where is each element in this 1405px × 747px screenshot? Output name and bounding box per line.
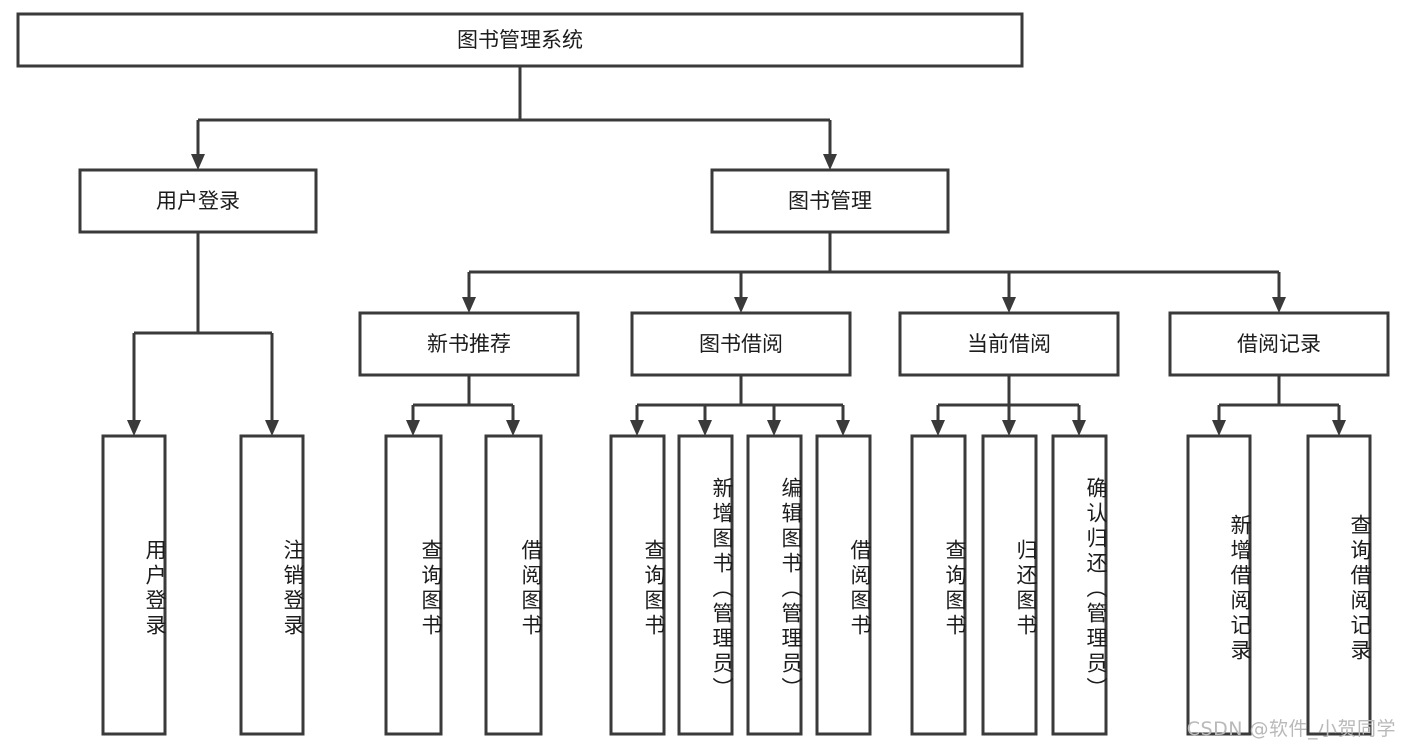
arrow-head-newbook_to_leaves-1 — [506, 420, 520, 436]
arrow-head-level2_to_level3-1 — [734, 297, 748, 313]
node-leaf-2[interactable] — [384, 434, 443, 736]
arrow-head-newbook_to_leaves-0 — [406, 420, 420, 436]
node-root[interactable] — [16, 12, 1024, 68]
node-level2-label-0: 用户登录 — [156, 189, 240, 213]
node-leaf-3[interactable] — [484, 434, 543, 736]
boxes-layer — [16, 12, 1390, 736]
node-leaf-9[interactable] — [981, 434, 1038, 736]
node-root-label: 图书管理系统 — [457, 28, 583, 52]
node-level3-label-0: 新书推荐 — [427, 332, 511, 356]
arrow-head-userlogin_to_leaves-1 — [265, 420, 279, 436]
node-level3-1[interactable] — [630, 311, 852, 377]
node-leaf-6[interactable] — [746, 434, 803, 736]
node-level3-label-1: 图书借阅 — [699, 332, 783, 356]
node-level2-1[interactable] — [710, 168, 950, 234]
node-level3-2[interactable] — [898, 311, 1120, 377]
watermark-text: CSDN @软件_小贺同学 — [1186, 718, 1396, 740]
arrow-head-level2_to_level3-2 — [1002, 297, 1016, 313]
arrow-head-level2_to_level3-3 — [1272, 297, 1286, 313]
node-level3-label-2: 当前借阅 — [967, 332, 1051, 356]
arrow-head-level2_to_level3-0 — [462, 297, 476, 313]
arrow-head-current_to_leaves-2 — [1072, 420, 1086, 436]
arrow-head-borrow_to_leaves-3 — [836, 420, 850, 436]
node-leaf-7[interactable] — [815, 434, 872, 736]
node-leaf-0[interactable] — [101, 434, 167, 736]
node-level3-label-3: 借阅记录 — [1237, 332, 1321, 356]
arrow-head-root_to_level2-1 — [823, 154, 837, 170]
connectors-layer — [127, 66, 1346, 436]
arrow-head-record_to_leaves-0 — [1212, 420, 1226, 436]
arrow-head-current_to_leaves-0 — [931, 420, 945, 436]
arrow-head-root_to_level2-0 — [191, 154, 205, 170]
node-level3-3[interactable] — [1168, 311, 1390, 377]
node-leaf-11[interactable] — [1186, 434, 1252, 736]
node-leaf-5[interactable] — [677, 434, 734, 736]
node-leaf-8[interactable] — [910, 434, 967, 736]
arrow-head-userlogin_to_leaves-0 — [127, 420, 141, 436]
arrow-head-current_to_leaves-1 — [1002, 420, 1016, 436]
arrow-head-borrow_to_leaves-0 — [630, 420, 644, 436]
arrow-head-borrow_to_leaves-2 — [767, 420, 781, 436]
node-level2-label-1: 图书管理 — [788, 189, 872, 213]
arrow-head-borrow_to_leaves-1 — [698, 420, 712, 436]
node-level3-0[interactable] — [358, 311, 580, 377]
node-leaf-12[interactable] — [1306, 434, 1372, 736]
node-leaf-10[interactable] — [1051, 434, 1108, 736]
node-leaf-4[interactable] — [609, 434, 666, 736]
node-leaf-1[interactable] — [239, 434, 305, 736]
node-level2-0[interactable] — [78, 168, 318, 234]
arrow-head-record_to_leaves-1 — [1332, 420, 1346, 436]
